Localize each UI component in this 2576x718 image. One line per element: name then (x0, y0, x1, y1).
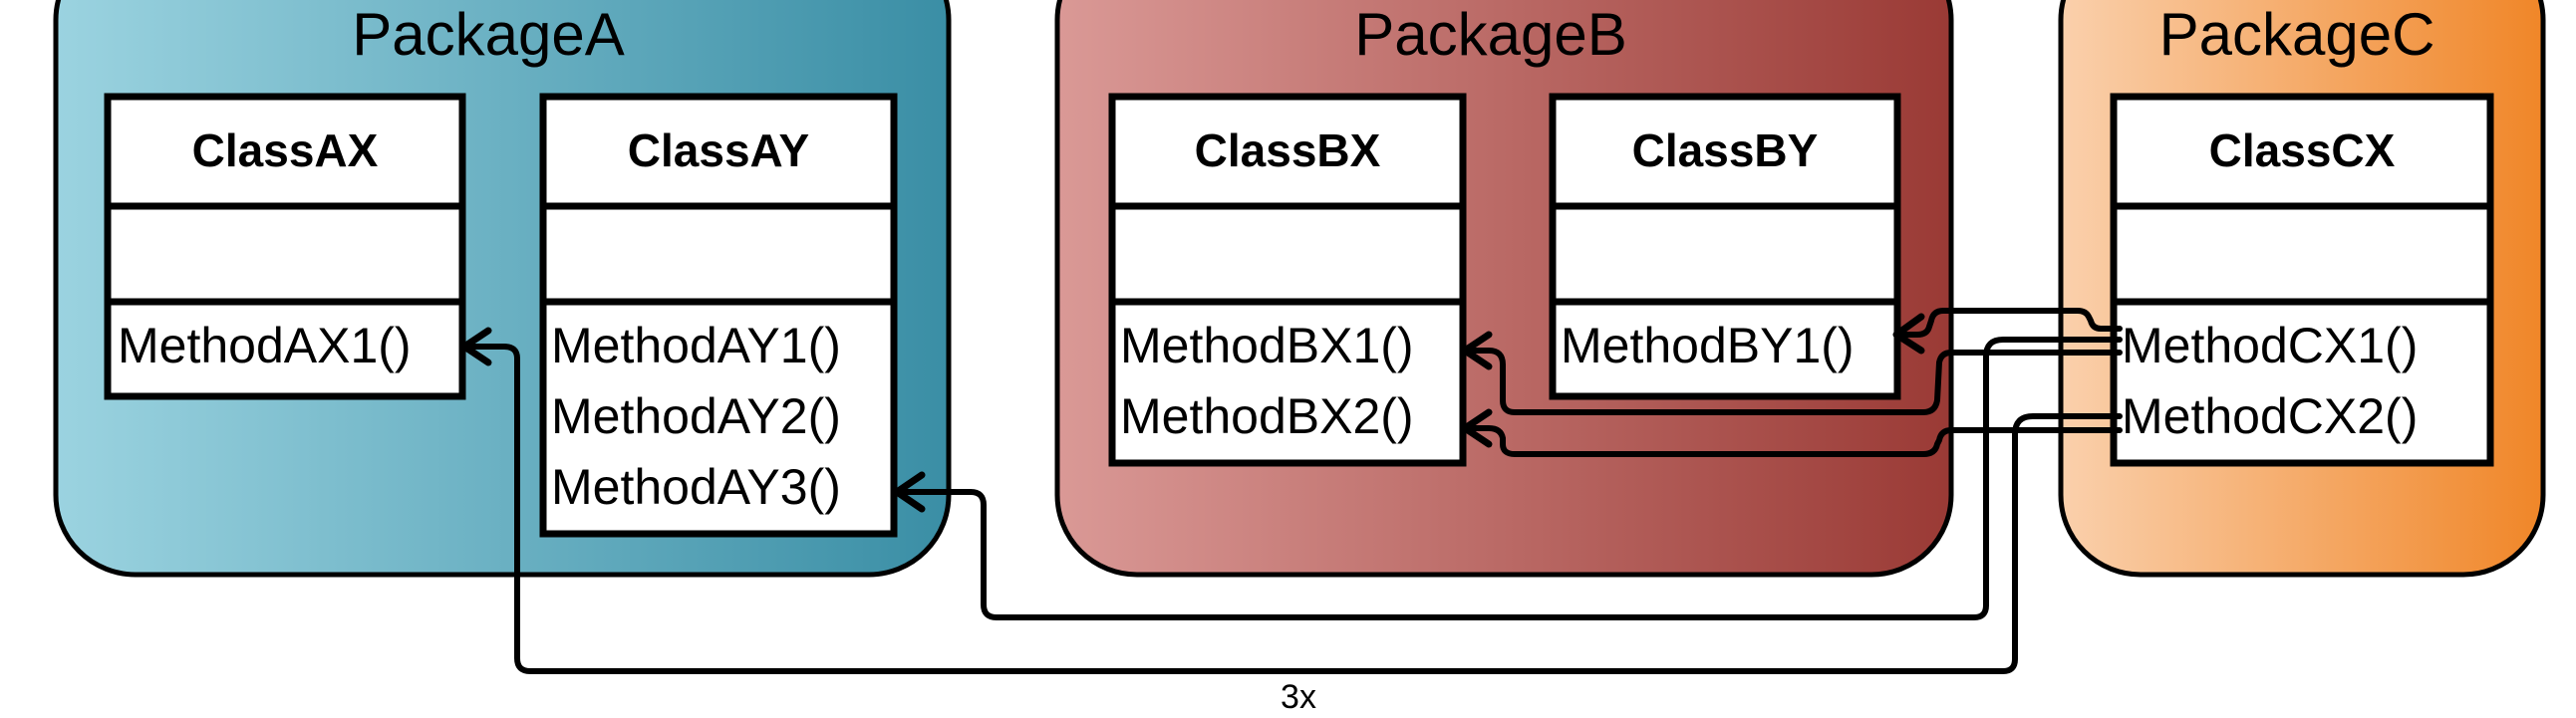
class-ay-box (539, 93, 898, 538)
method-cx2[interactable]: MethodCX2() (2122, 388, 2418, 444)
arrowhead-bx2 (1461, 408, 1493, 448)
class-bx-box (1108, 93, 1467, 467)
package-c-title: PackageC (2159, 1, 2435, 68)
class-ay[interactable]: ClassAY MethodAY1() MethodAY2() MethodAY… (539, 93, 898, 538)
class-ax[interactable]: ClassAX MethodAX1() (104, 93, 466, 400)
method-bx1[interactable]: MethodBX1() (1120, 318, 1414, 373)
dependency-cx1-to-bx1[interactable] (1462, 348, 2123, 415)
class-ay-name: ClassAY (628, 124, 809, 176)
method-cx1[interactable]: MethodCX1() (2122, 318, 2418, 373)
class-by[interactable]: ClassBY MethodBY1() (1549, 93, 1901, 400)
dependency-cx1-to-ay3[interactable] (894, 337, 2123, 620)
dependency-cx2-to-ax1[interactable] (461, 344, 2123, 674)
arrowhead-ay3 (893, 471, 926, 513)
class-ax-box (104, 93, 466, 400)
arrowhead-ax1 (460, 327, 492, 366)
method-by1[interactable]: MethodBY1() (1561, 318, 1855, 373)
multiplicity-label: 3x (1281, 678, 1316, 716)
class-bx-name: ClassBX (1195, 124, 1381, 176)
class-by-box (1549, 93, 1901, 400)
dependency-cx1-to-by1[interactable] (1896, 308, 2123, 338)
class-cx-box (2110, 93, 2494, 467)
method-ay1[interactable]: MethodAY1() (551, 318, 841, 373)
arrowhead-bx1 (1461, 331, 1493, 370)
arrowhead-by1 (1892, 313, 1925, 355)
class-cx-name: ClassCX (2209, 124, 2396, 176)
class-cx[interactable]: ClassCX MethodCX1() MethodCX2() (2110, 93, 2494, 467)
class-by-name: ClassBY (1632, 124, 1819, 176)
method-ax1[interactable]: MethodAX1() (118, 318, 412, 373)
package-b: PackageB ClassBX MethodBX1() MethodBX2()… (1054, 0, 1954, 578)
method-bx2[interactable]: MethodBX2() (1120, 388, 1414, 444)
class-bx[interactable]: ClassBX MethodBX1() MethodBX2() (1108, 93, 1467, 467)
method-ay2[interactable]: MethodAY2() (551, 388, 841, 444)
dependency-cx2-to-bx2[interactable] (1462, 425, 2123, 457)
method-ay3[interactable]: MethodAY3() (551, 459, 841, 515)
package-a: PackageA ClassAX MethodAX1() ClassAY Met… (53, 0, 952, 578)
class-ax-name: ClassAX (192, 124, 379, 176)
package-a-title: PackageA (352, 1, 625, 68)
package-c: PackageC ClassCX MethodCX1() MethodCX2() (2058, 0, 2546, 578)
package-b-title: PackageB (1354, 1, 1627, 68)
